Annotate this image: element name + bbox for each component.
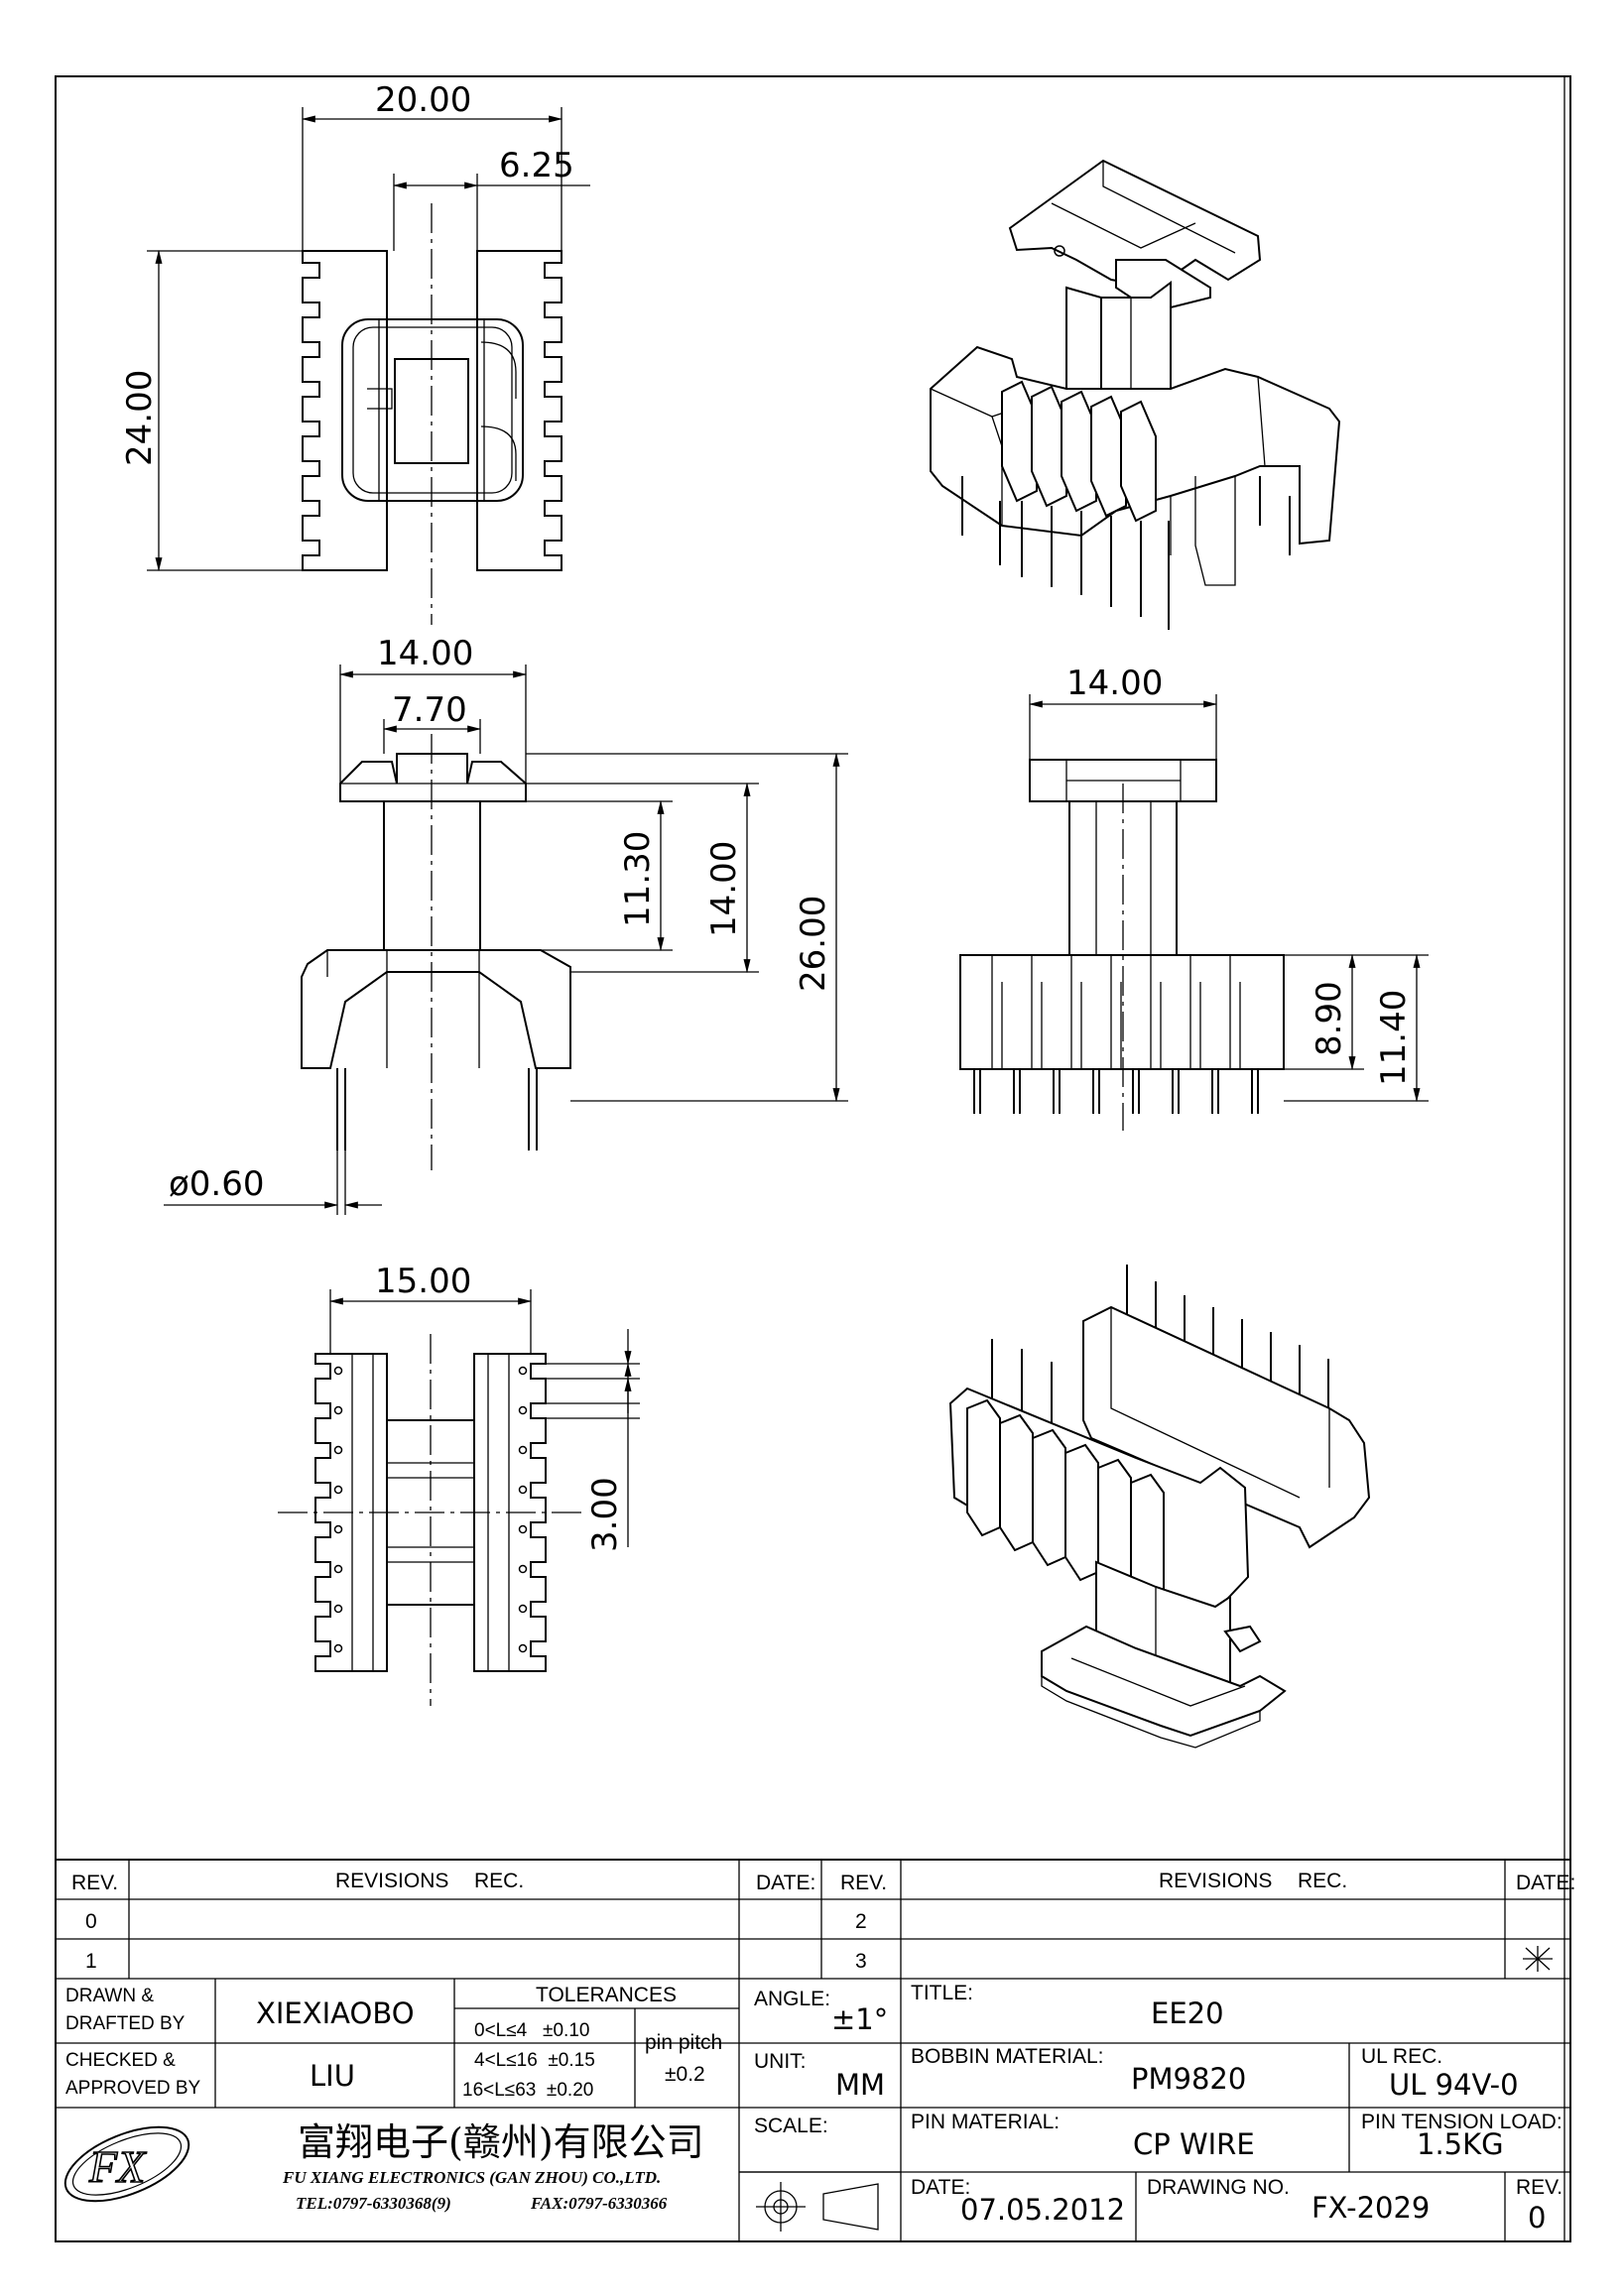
dim-pin-pitch: 3.00 bbox=[585, 1477, 625, 1552]
rev-row-1: 1 bbox=[85, 1950, 97, 1973]
tolerance-row-2: 4<L≤16 ±0.15 bbox=[474, 2050, 595, 2071]
angle-label: ANGLE: bbox=[754, 1988, 830, 2010]
isometric-view-bottom bbox=[948, 1265, 1371, 1749]
bobbin-material-label: BOBBIN MATERIAL: bbox=[911, 2045, 1104, 2068]
drawn-value: XIEXIAOBO bbox=[256, 1996, 415, 2030]
top-view: 20.00 6.25 24.00 bbox=[120, 80, 590, 625]
rev-row-2: 2 bbox=[855, 1910, 867, 1933]
scale-label: SCALE: bbox=[754, 2115, 828, 2137]
dim-top-offset: 6.25 bbox=[499, 146, 574, 185]
pin-tension-value: 1.5KG bbox=[1417, 2127, 1504, 2161]
angle-value: ±1° bbox=[831, 2002, 888, 2036]
pin-pitch-value: ±0.2 bbox=[665, 2063, 705, 2086]
company-fax: FAX:0797-6330366 bbox=[530, 2194, 668, 2213]
tolerances-header: TOLERANCES bbox=[536, 1984, 677, 2006]
side-view: 14.00 8.90 11.40 bbox=[959, 664, 1429, 1131]
dim-front-width: 14.00 bbox=[377, 634, 473, 673]
unit-value: MM bbox=[835, 2068, 885, 2102]
pin-material-label: PIN MATERIAL: bbox=[911, 2111, 1060, 2133]
title-block: REV. REVISIONS REC. DATE: REV. REVISIONS… bbox=[55, 1859, 1575, 2242]
revisions-header-left: REVISIONS bbox=[335, 1870, 448, 1892]
dim-front-inner: 7.70 bbox=[392, 690, 467, 730]
drawing-no-label: DRAWING NO. bbox=[1147, 2176, 1290, 2199]
rev-header-right: REV. bbox=[840, 1872, 887, 1894]
dim-front-h1: 11.30 bbox=[618, 831, 658, 927]
isometric-view-top bbox=[930, 159, 1341, 630]
ul-rec-value: UL 94V-0 bbox=[1389, 2068, 1519, 2102]
rev-value: 0 bbox=[1528, 2201, 1546, 2235]
dim-side-h2: 11.40 bbox=[1374, 990, 1414, 1086]
revisions-header-right: REVISIONS bbox=[1159, 1870, 1272, 1892]
dim-bottom-width: 15.00 bbox=[375, 1262, 471, 1301]
pin-pitch-label: pin pitch bbox=[645, 2031, 722, 2054]
date-header-left: DATE: bbox=[756, 1872, 815, 1894]
unit-label: UNIT: bbox=[754, 2050, 807, 2073]
rev-header-left: REV. bbox=[71, 1872, 118, 1894]
rev-label: REV. bbox=[1516, 2176, 1562, 2199]
bottom-view: 15.00 3.00 bbox=[278, 1262, 640, 1706]
dim-top-height: 24.00 bbox=[120, 370, 160, 466]
projection-symbol bbox=[756, 2182, 879, 2232]
pin-tension-label: PIN TENSION LOAD: bbox=[1361, 2111, 1562, 2133]
tolerance-row-1: 0<L≤4 ±0.10 bbox=[474, 2020, 589, 2041]
svg-text:FX: FX bbox=[88, 2141, 147, 2192]
dim-side-h1: 8.90 bbox=[1310, 981, 1349, 1056]
title-value: EE20 bbox=[1151, 1996, 1224, 2030]
company-logo: FX bbox=[63, 2125, 190, 2203]
date-header-right: DATE: bbox=[1516, 1872, 1575, 1894]
pin-material-value: CP WIRE bbox=[1133, 2127, 1255, 2161]
ul-rec-label: UL REC. bbox=[1361, 2045, 1442, 2068]
date-label: DATE: bbox=[911, 2176, 970, 2199]
rec-header-right: REC. bbox=[1298, 1870, 1347, 1892]
dim-front-total: 26.00 bbox=[794, 896, 833, 992]
drawing-no-value: FX-2029 bbox=[1312, 2191, 1430, 2225]
dim-pin-diameter: ø0.60 bbox=[169, 1164, 265, 1204]
title-label: TITLE: bbox=[911, 1982, 973, 2004]
company-name-english: FU XIANG ELECTRONICS (GAN ZHOU) CO.,LTD. bbox=[282, 2168, 661, 2187]
checked-label-1: CHECKED & bbox=[65, 2050, 176, 2071]
company-tel: TEL:0797-6330368(9) bbox=[296, 2194, 451, 2213]
bobbin-material-value: PM9820 bbox=[1131, 2062, 1246, 2096]
company-name-chinese: 富翔电子(赣州)有限公司 bbox=[298, 2120, 704, 2164]
drawn-label-1: DRAWN & bbox=[65, 1986, 154, 2006]
dim-top-width: 20.00 bbox=[375, 80, 471, 120]
rev-row-3: 3 bbox=[855, 1950, 867, 1973]
dim-front-h2: 14.00 bbox=[704, 841, 744, 937]
asterisk-mark bbox=[1523, 1946, 1553, 1972]
tolerance-row-3: 16<L≤63 ±0.20 bbox=[462, 2080, 593, 2101]
checked-label-2: APPROVED BY bbox=[65, 2078, 201, 2099]
rev-row-0: 0 bbox=[85, 1910, 97, 1933]
drawing-frame bbox=[55, 75, 1571, 2242]
dim-side-width: 14.00 bbox=[1066, 664, 1163, 703]
checked-value: LIU bbox=[310, 2059, 355, 2093]
date-value: 07.05.2012 bbox=[960, 2193, 1125, 2227]
rec-header-left: REC. bbox=[474, 1870, 524, 1892]
drawn-label-2: DRAFTED BY bbox=[65, 2013, 186, 2034]
front-view: 14.00 7.70 11.30 14.00 26.00 ø0.60 bbox=[164, 634, 848, 1215]
